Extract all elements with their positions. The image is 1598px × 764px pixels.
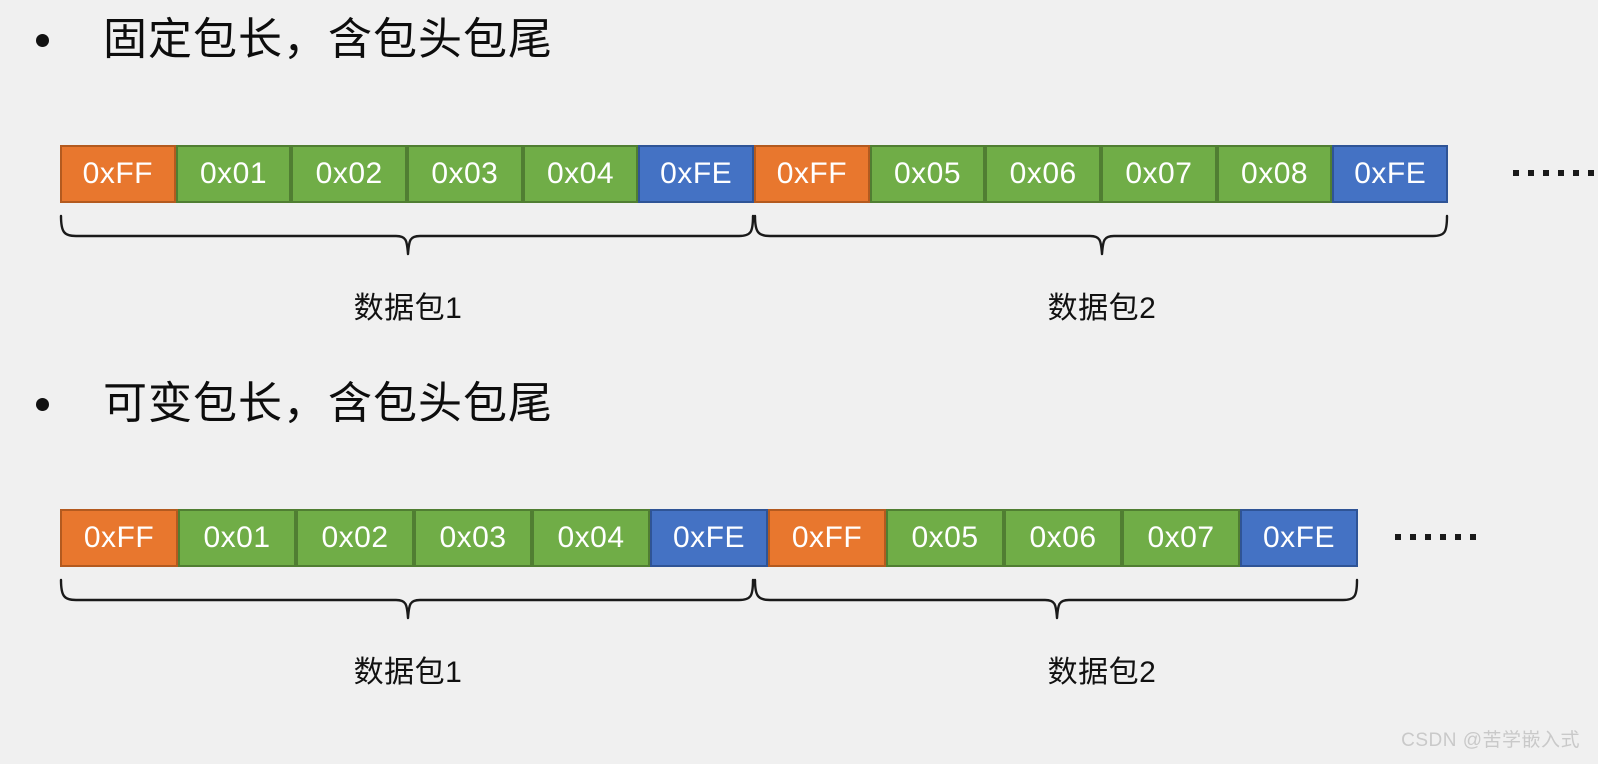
byte-cell-data: 0x03 — [414, 509, 532, 567]
byte-cell-data: 0x06 — [1004, 509, 1122, 567]
byte-cell-data: 0x07 — [1101, 145, 1217, 203]
byte-cell-tail: 0xFE — [638, 145, 755, 203]
byte-cell-data: 0x04 — [532, 509, 650, 567]
brace-packet-1-1 — [59, 214, 755, 256]
ellipsis-1 — [1513, 170, 1598, 176]
brace-label-2-1: 数据包1 — [353, 656, 463, 689]
byte-cell-data: 0x02 — [296, 509, 414, 567]
bullet-dot-icon — [36, 33, 49, 47]
heading-text-1: 固定包长，含包头包尾 — [103, 15, 553, 64]
brace-group-1 — [0, 210, 1598, 280]
watermark: CSDN @苦学嵌入式 — [1401, 730, 1580, 751]
brace-packet-2-1 — [59, 578, 755, 620]
brace-packet-2-2 — [753, 578, 1359, 620]
bullet-dot-icon — [36, 397, 49, 411]
brace-group-2 — [0, 574, 1598, 644]
byte-cell-data: 0x08 — [1216, 145, 1333, 203]
byte-cell-data: 0x07 — [1122, 509, 1240, 567]
heading-line-1: 固定包长，含包头包尾 — [36, 18, 553, 62]
ellipsis-2 — [1395, 534, 1476, 540]
byte-cell-tail: 0xFE — [1332, 145, 1449, 203]
byte-cell-tail: 0xFE — [1240, 509, 1358, 567]
brace-packet-1-2 — [753, 214, 1449, 256]
heading-line-2: 可变包长，含包头包尾 — [36, 382, 553, 426]
byte-cell-data: 0x02 — [291, 145, 408, 203]
brace-label-1-2: 数据包2 — [1047, 292, 1157, 325]
byte-cell-header: 0xFF — [60, 509, 178, 567]
byte-cell-data: 0x04 — [522, 145, 639, 203]
byte-cell-header: 0xFF — [754, 145, 870, 203]
byte-cell-data: 0x01 — [178, 509, 296, 567]
byte-cell-header: 0xFF — [60, 145, 176, 203]
byte-cell-data: 0x03 — [407, 145, 523, 203]
byte-cell-data: 0x06 — [985, 145, 1102, 203]
byte-cell-data: 0x01 — [175, 145, 292, 203]
brace-label-2-2: 数据包2 — [1047, 656, 1157, 689]
byte-cell-header: 0xFF — [768, 509, 886, 567]
byte-cell-data: 0x05 — [886, 509, 1004, 567]
byte-cell-tail: 0xFE — [650, 509, 768, 567]
brace-label-1-1: 数据包1 — [353, 292, 463, 325]
byte-cell-data: 0x05 — [869, 145, 986, 203]
heading-text-2: 可变包长，含包头包尾 — [103, 379, 553, 428]
